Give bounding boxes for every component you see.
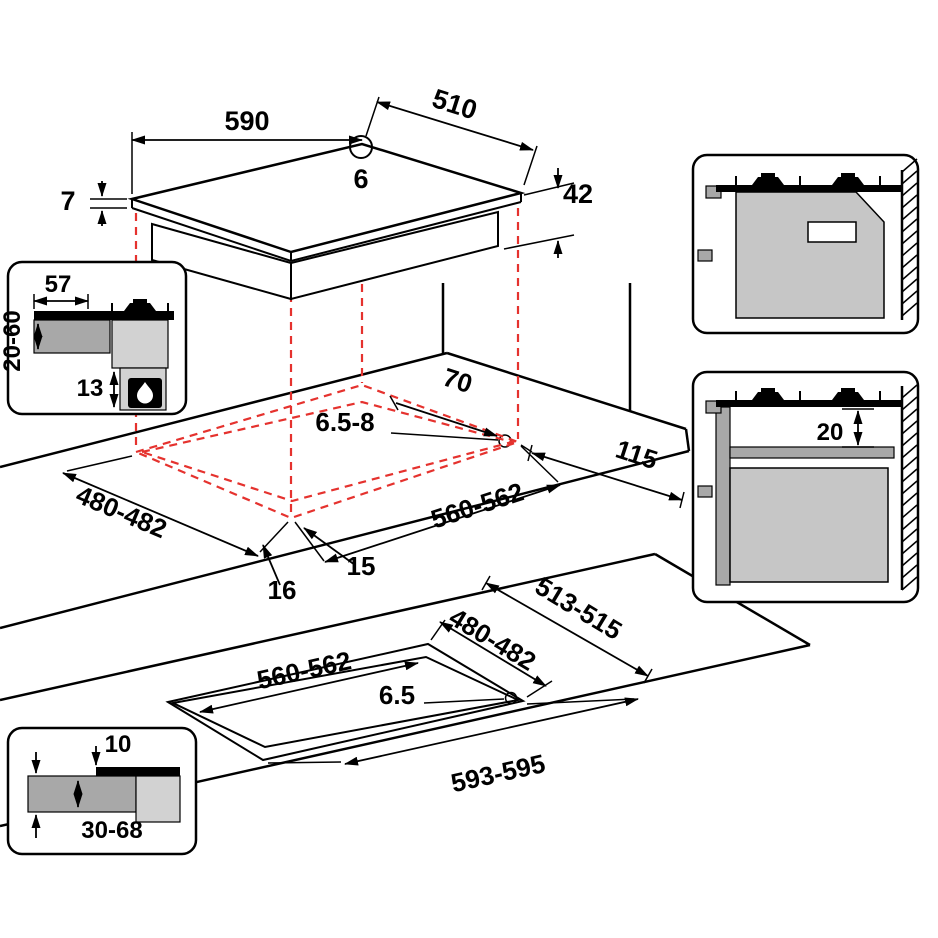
dim-edge-thickness: 30-68 xyxy=(81,817,142,844)
dim-side-overhang: 57 xyxy=(45,271,72,298)
shelf xyxy=(729,446,895,459)
dim-cutout-width: 560-562 xyxy=(427,476,527,534)
hob-glass-section xyxy=(34,311,174,320)
hob-dimensions: 590 510 6 7 42 xyxy=(60,83,593,258)
dim-worktop-thickness: 20-60 xyxy=(0,310,26,371)
flame-icon xyxy=(137,382,153,404)
dim-frame-outer-width: 593-595 xyxy=(448,748,548,798)
cabinet-side xyxy=(729,467,889,583)
dim-hob-inlet-hole: 6 xyxy=(353,164,368,194)
rating-label xyxy=(807,221,857,243)
dim-front-offset-outer: 16 xyxy=(268,575,297,605)
section-detail-inset: 57 20-60 13 xyxy=(0,260,188,416)
side-panel xyxy=(715,406,731,586)
cabinet-side xyxy=(735,191,885,319)
worktop-section xyxy=(33,319,111,354)
dim-edge-overlap: 10 xyxy=(105,731,132,758)
dim-cutout-depth: 480-482 xyxy=(72,479,172,544)
worktop-cutout-outer xyxy=(132,383,522,520)
hob-body-right-face xyxy=(290,210,499,301)
dim-frame-outer-depth: 513-515 xyxy=(530,571,627,646)
flush-install-side-view xyxy=(691,153,920,335)
shelf-install-side-view: 20 xyxy=(691,370,920,604)
burners xyxy=(735,388,881,400)
hob-profile xyxy=(716,185,902,192)
dim-hole-offset: 70 xyxy=(439,362,476,399)
isometric-hob-view xyxy=(127,135,526,301)
hob-glass-edge xyxy=(96,767,180,776)
wall-hatch xyxy=(901,384,918,591)
wall-hatch xyxy=(901,158,918,317)
hob-body-edge-section xyxy=(135,775,181,823)
dim-shelf-gap: 20 xyxy=(817,419,844,446)
dim-front-offset-inner: 15 xyxy=(347,551,376,581)
hob-body-section xyxy=(111,319,169,369)
hob-profile xyxy=(716,400,902,407)
burner-icon xyxy=(124,303,156,311)
dim-hob-depth: 510 xyxy=(429,83,481,125)
dim-hob-body-height: 42 xyxy=(563,179,593,209)
dim-bottom-gap: 13 xyxy=(77,375,104,402)
edge-detail-inset: 10 30-68 xyxy=(6,726,198,856)
dim-frame-hole-diameter: 6.5 xyxy=(379,680,415,710)
worktop-edge-section xyxy=(27,775,137,813)
fixing-bracket xyxy=(697,249,713,262)
dim-hole-diameter: 6.5-8 xyxy=(315,407,374,437)
dim-hob-rim-height: 7 xyxy=(60,186,75,216)
dim-hob-width: 590 xyxy=(224,106,269,136)
fixing-bracket xyxy=(697,485,713,498)
burners xyxy=(735,173,881,185)
